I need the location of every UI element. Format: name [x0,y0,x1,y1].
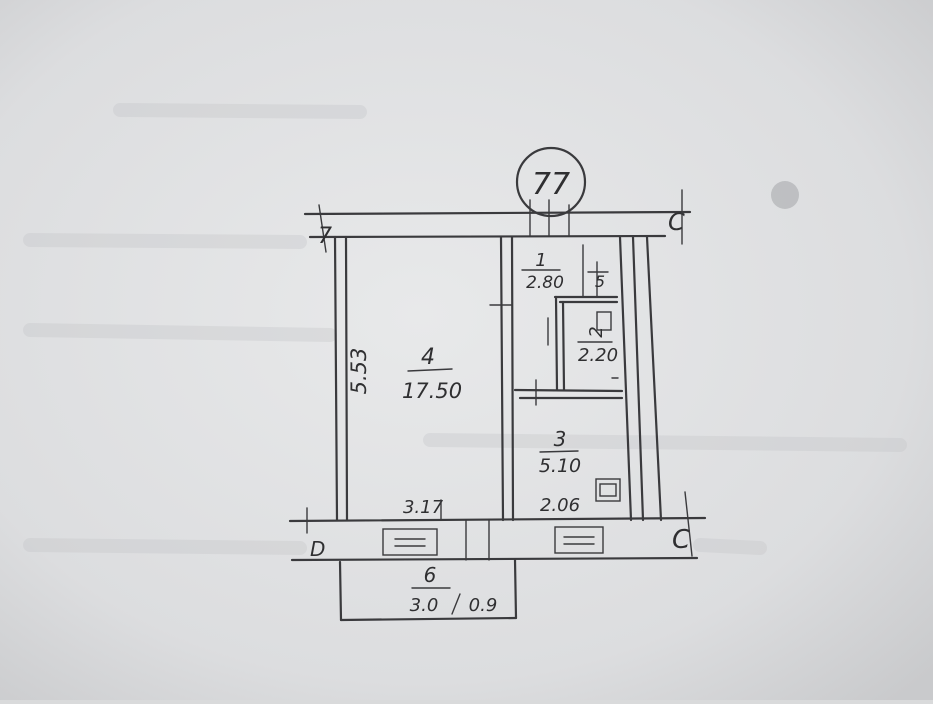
room-2-area: 2.20 [578,345,618,366]
room-3-label: 3 5.10 [539,427,621,502]
room-1-number: 1 [535,250,546,271]
top-wall [303,199,692,239]
building-number-circle [515,146,587,218]
dimension-width-room4-group: 3.17 [403,497,444,521]
axis-markers: 7 C C D [310,189,693,561]
room-2-number: 2 [586,326,607,337]
axis-left-label: 7 [318,224,332,249]
dimension-width-room4: 3.17 [403,497,444,518]
room-6-label: 6 3.0 0.9 [410,563,498,616]
room-6-number: 6 [424,563,437,587]
paper-texture [23,103,907,555]
small-dimension-mark: 5 [595,272,605,291]
building-number: 77 [532,167,570,202]
room-3-area: 5.10 [539,455,581,477]
room-6-area: 3.0 [410,595,439,616]
stove-icon [595,478,621,502]
room-2-outline [513,295,624,406]
axis-bottom-left-label: D [310,537,325,561]
room-4-number: 4 [421,345,435,370]
axis-right-bottom-label: C [672,525,691,555]
dimension-width-room3: 2.06 [540,495,580,516]
room-1-label: 1 2.80 5 [521,250,605,293]
room-1-marks [582,244,609,297]
paper-spot [771,181,799,209]
room-6-outline [338,558,518,622]
room-4-area: 17.50 [402,379,462,403]
room-6-extra: 0.9 [469,595,498,616]
room-3-number: 3 [554,427,567,451]
window-right-icon [554,526,604,554]
room-1-area: 2.80 [526,273,564,293]
dimension-height-left: 5.53 [347,348,371,395]
axis-right-top-label: C [668,208,685,236]
room-4-label: 4 17.50 [402,345,462,403]
right-wall [618,235,663,522]
partition-wall [489,235,515,522]
window-left-icon [382,528,438,556]
room-2-label: 2 2.20 [577,326,618,366]
bath-fixture-icon [596,311,612,331]
bottom-wall [288,507,707,562]
left-wall [333,235,349,522]
